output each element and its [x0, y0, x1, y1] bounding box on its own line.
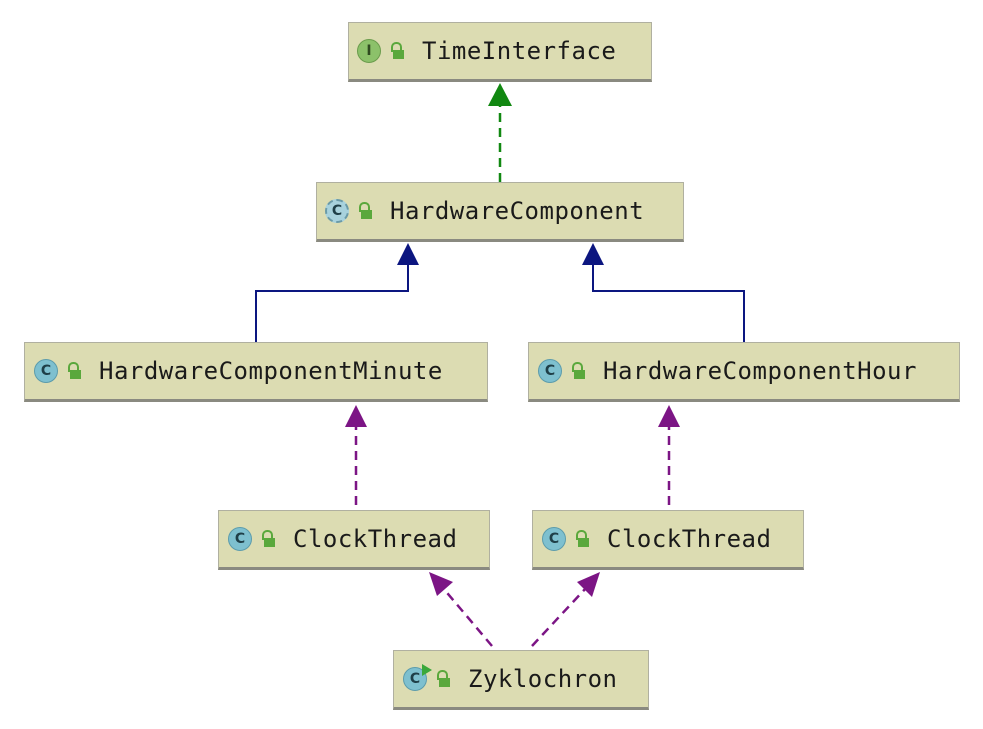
class-icon: C: [538, 359, 562, 383]
node-hardware-component-hour[interactable]: C HardwareComponentHour: [528, 342, 960, 402]
arrowhead-extends-minute: [397, 243, 419, 265]
public-lock-icon: [436, 670, 450, 688]
public-lock-icon: [67, 362, 81, 380]
node-label: ClockThread: [293, 525, 458, 553]
node-label: Zyklochron: [468, 665, 618, 693]
edge-dependency-zyklochron-right: [531, 587, 587, 647]
arrowhead-dependency-zyklochron-left: [429, 572, 453, 596]
arrowhead-extends-hour: [582, 243, 604, 265]
node-clock-thread-right[interactable]: C ClockThread: [532, 510, 804, 570]
node-label: HardwareComponentHour: [603, 357, 917, 385]
public-lock-icon: [390, 42, 404, 60]
public-lock-icon: [358, 202, 372, 220]
runnable-class-icon: C: [403, 664, 432, 691]
class-icon: C: [228, 527, 252, 551]
node-label: HardwareComponent: [390, 197, 645, 225]
node-zyklochron[interactable]: C Zyklochron: [393, 650, 649, 710]
public-lock-icon: [575, 530, 589, 548]
arrowhead-dependency-clockthread-left: [345, 405, 367, 427]
class-icon: C: [34, 359, 58, 383]
arrowhead-dependency-zyklochron-right: [577, 572, 600, 597]
node-label: TimeInterface: [422, 37, 617, 65]
interface-icon: I: [357, 39, 381, 63]
arrowhead-dependency-clockthread-right: [658, 405, 680, 427]
public-lock-icon: [571, 362, 585, 380]
edge-extends-hour: [592, 265, 745, 342]
node-hardware-component-minute[interactable]: C HardwareComponentMinute: [24, 342, 488, 402]
class-icon: C: [542, 527, 566, 551]
node-clock-thread-left[interactable]: C ClockThread: [218, 510, 490, 570]
node-hardware-component[interactable]: C HardwareComponent: [316, 182, 684, 242]
public-lock-icon: [261, 530, 275, 548]
node-label: HardwareComponentMinute: [99, 357, 443, 385]
edge-dependency-zyklochron-left: [442, 587, 493, 647]
node-time-interface[interactable]: I TimeInterface: [348, 22, 652, 82]
arrowhead-implements: [488, 83, 512, 106]
edge-extends-minute: [255, 265, 409, 342]
abstract-class-icon: C: [325, 199, 349, 223]
node-label: ClockThread: [607, 525, 772, 553]
